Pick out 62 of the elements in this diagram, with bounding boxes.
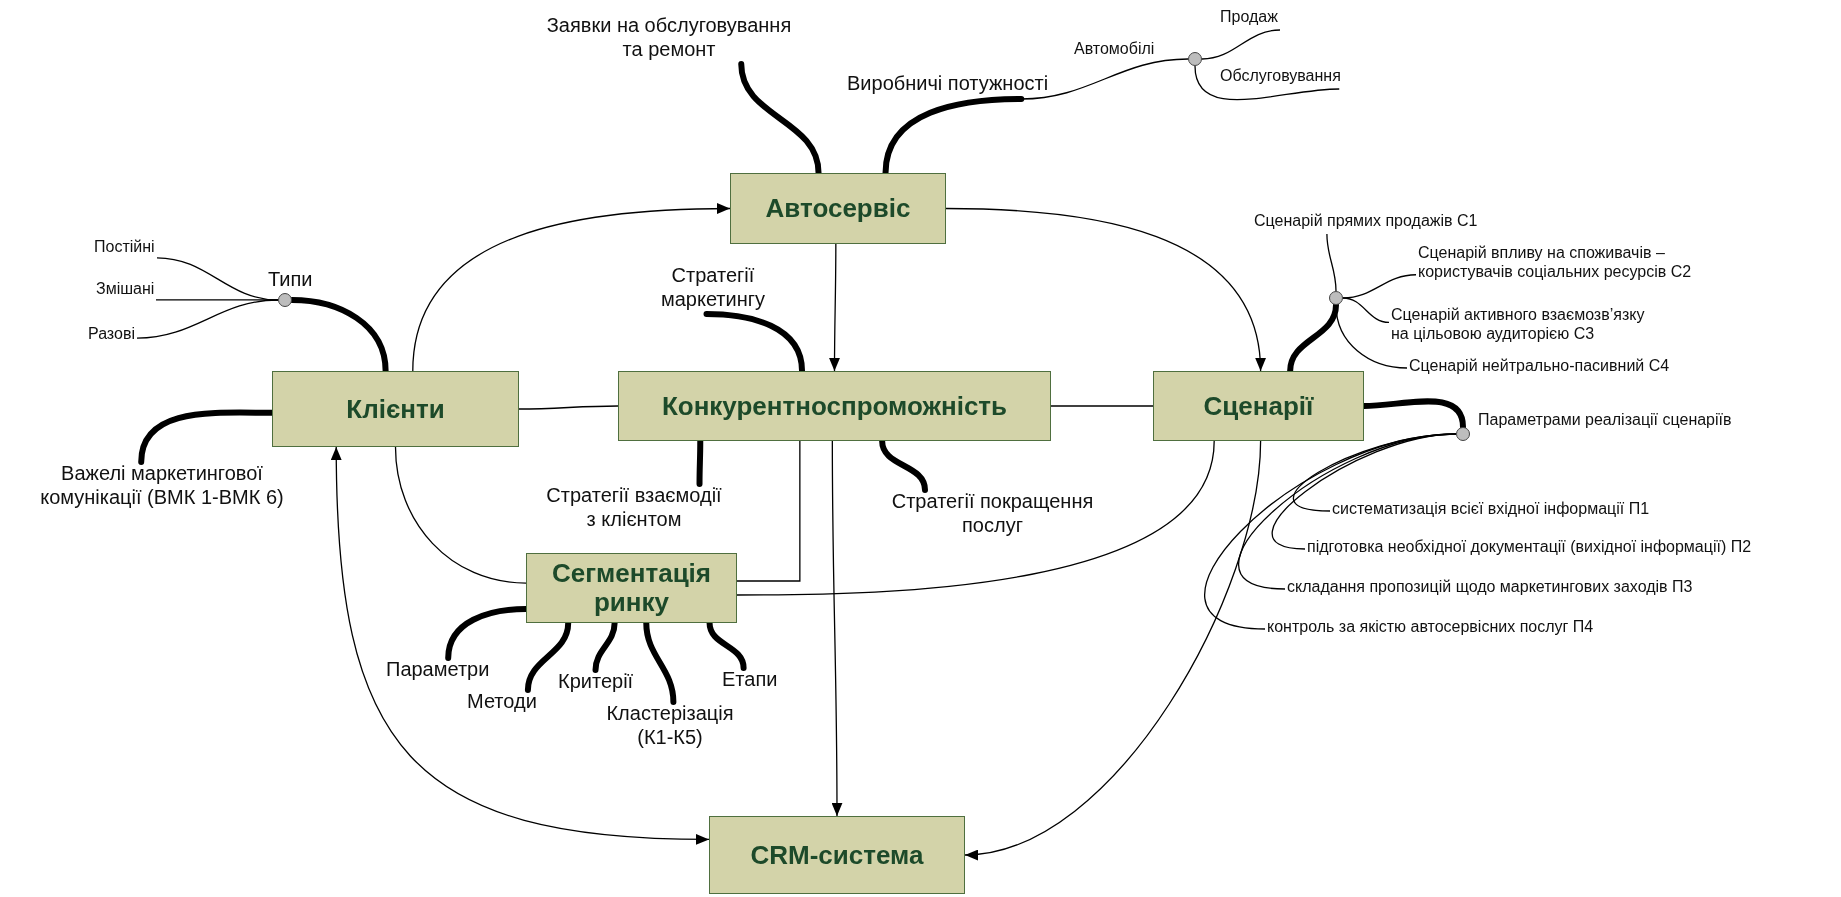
junction-label: Автомобілі bbox=[1074, 40, 1155, 58]
branch-label: Важелі маркетингової комунікації (ВМК 1-ВМК 6) bbox=[32, 462, 292, 513]
branch-label: Сценарій прямих продажів С1 bbox=[1252, 212, 1480, 234]
branch-label: Сценарій нейтрально-пасивний С4 bbox=[1407, 357, 1672, 379]
concept-box bbox=[709, 816, 965, 894]
branch-label: Виробничі потужності bbox=[845, 72, 1051, 99]
concept-title: Клієнти bbox=[346, 394, 445, 424]
concept-box bbox=[730, 173, 946, 244]
branch-label: підготовка необхідної документації (вихідної інформації) П2 bbox=[1305, 538, 1754, 560]
connector-line bbox=[136, 299, 279, 339]
connector-line bbox=[1194, 65, 1340, 101]
concept-title: Автосервіс bbox=[765, 194, 911, 223]
branch-label: Разові bbox=[86, 325, 137, 347]
concept-title: Конкурентноспроможність bbox=[661, 391, 1008, 421]
branch-label: Критерії bbox=[556, 670, 636, 697]
arrow bbox=[831, 440, 843, 817]
connector-line bbox=[1342, 274, 1417, 299]
arrow bbox=[412, 203, 731, 372]
connector-line bbox=[736, 440, 1215, 596]
concept-box bbox=[526, 553, 737, 623]
junction-circle bbox=[1456, 427, 1470, 441]
connector-line bbox=[1326, 233, 1337, 292]
connector-line bbox=[736, 440, 801, 582]
branch-label: контроль за якістю автосервісних послуг П4 bbox=[1265, 618, 1596, 640]
double-arrow bbox=[331, 446, 710, 845]
concept-title: CRM-система bbox=[750, 840, 924, 870]
branch-label: складання пропозицій щодо маркетингових заходів П3 bbox=[1285, 578, 1695, 600]
junction-label: Типи bbox=[268, 268, 313, 291]
connector-line bbox=[1342, 297, 1390, 324]
branch-label: Стратегії взаємодії з клієнтом bbox=[543, 484, 725, 535]
concept-box bbox=[272, 371, 519, 447]
junction-circle bbox=[278, 293, 292, 307]
branch-label: Стратегії покращення послуг bbox=[880, 490, 1105, 541]
arrow bbox=[964, 440, 1262, 859]
connector-line bbox=[518, 405, 619, 410]
branch-label: Кластерізація (К1-К5) bbox=[585, 702, 755, 753]
branch-label: Постійні bbox=[92, 238, 157, 260]
concept-box bbox=[1153, 371, 1364, 441]
branch-label: Методи bbox=[465, 690, 539, 717]
connector-line bbox=[1020, 58, 1189, 100]
connector-line bbox=[1201, 29, 1281, 60]
arrow bbox=[829, 243, 840, 372]
branch-label: Стратегії маркетингу bbox=[648, 264, 778, 315]
branch-label: Заявки на обслуговування та ремонт bbox=[540, 14, 798, 65]
branch-label: Обслуговування bbox=[1218, 67, 1343, 89]
connector-line bbox=[394, 446, 527, 584]
branch-label: Етапи bbox=[720, 668, 780, 695]
branch-label: Сценарій впливу на споживачів – користувачів соціальних ресурсів С2 bbox=[1416, 244, 1716, 285]
branch-label: систематизація всієї вхідної інформації П1 bbox=[1330, 500, 1652, 522]
junction-circle bbox=[1188, 52, 1202, 66]
connector-line bbox=[1204, 433, 1457, 630]
concept-title: Сценарії bbox=[1203, 391, 1314, 421]
concept-box bbox=[618, 371, 1051, 441]
branch-label: Продаж bbox=[1218, 8, 1280, 30]
branch-label: Змішані bbox=[94, 280, 157, 302]
concept-title: Сегментація ринку bbox=[550, 559, 712, 617]
arrow bbox=[945, 207, 1265, 372]
branch-label: Параметри bbox=[384, 658, 492, 685]
junction-circle bbox=[1329, 291, 1343, 305]
connector-line bbox=[1050, 405, 1154, 407]
branch-label: Сценарій активного взаємозв’язку на цільовою аудиторією С3 bbox=[1389, 306, 1654, 347]
junction-label: Параметрами реалізації сценаріїв bbox=[1478, 411, 1732, 429]
